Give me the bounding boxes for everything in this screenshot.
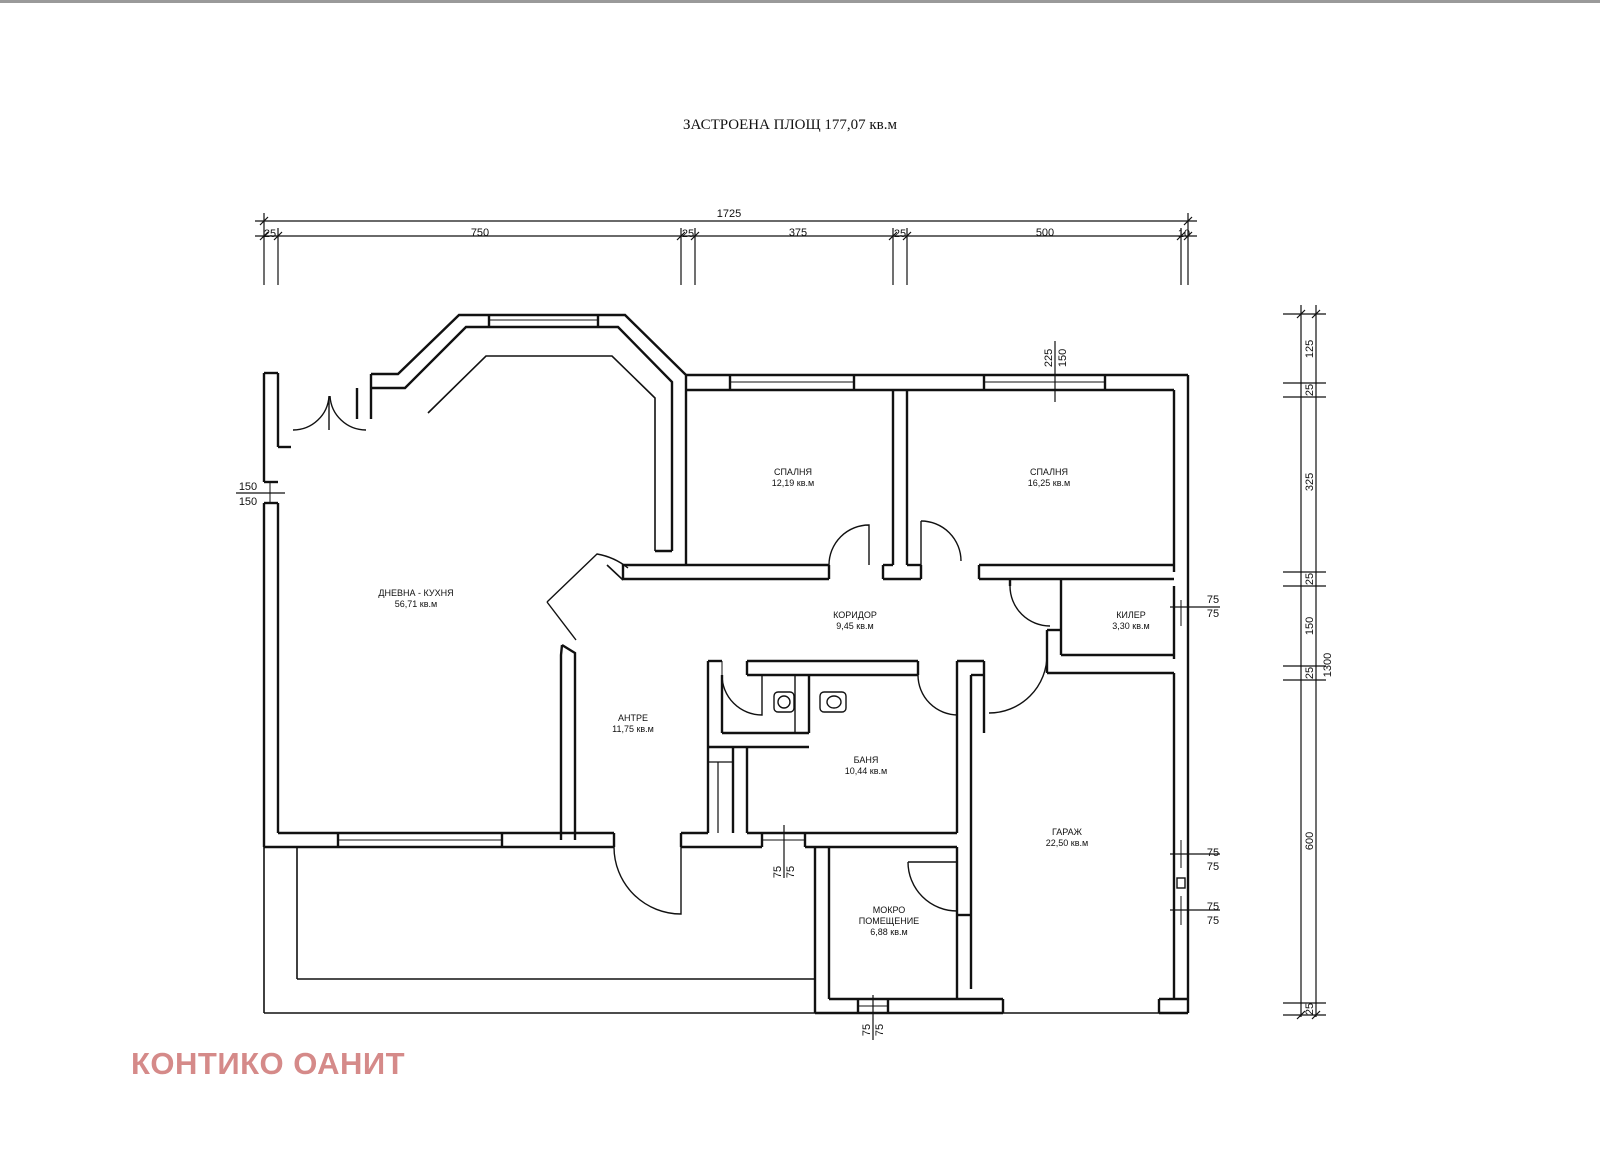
dim-window-utility-b: 75 [874,1024,886,1036]
top-dimension-labels: 1725 25 750 25 375 25 500 10 [264,208,1190,240]
west-wall [262,371,291,847]
room-bathroom-area: 10,44 кв.м [845,766,887,776]
room-entrance-area: 11,75 кв.м [612,724,654,734]
dim-top-seg-1: 25 [264,228,276,240]
room-corridor-area: 9,45 кв.м [836,621,873,631]
room-pantry-name: КИЛЕР [1116,610,1146,620]
north-bay-wall [355,313,688,567]
bedroom-partitions [640,390,1174,581]
right-dimension-labels: 125 25 325 25 150 25 600 25 1300 [1304,340,1334,1015]
scan-edge-line [0,0,1600,3]
room-bedroom1-area: 12,19 кв.м [772,478,814,488]
room-bedroom2-area: 16,25 кв.м [1028,478,1070,488]
dim-window-pantry-b: 75 [1207,608,1219,620]
dim-right-seg-1: 125 [1304,340,1316,358]
built-area-title: ЗАСТРОЕНА ПЛОЩ 177,07 кв.м [682,117,898,133]
dim-top-seg-7: 10 [1178,228,1190,240]
dim-right-seg-7: 600 [1304,832,1316,850]
entrance-walls [559,563,640,840]
room-living-area: 56,71 кв.м [395,599,437,609]
dim-window-living-b: 150 [239,496,257,508]
room-entrance-name: АНТРЕ [618,713,648,723]
top-dimension-lines [255,213,1197,285]
dim-top-seg-2: 750 [471,227,489,239]
dim-top-seg-5: 25 [894,228,906,240]
window-dimension-ticks [236,341,1220,1040]
dim-right-seg-6: 25 [1304,667,1316,679]
room-living-name: ДНЕВНА - КУХНЯ [378,588,453,598]
window-dimension-labels: 225 150 150 150 75 75 75 75 75 75 75 75 … [239,349,1219,1036]
dim-window-bedroom2-b: 150 [1057,349,1069,367]
dim-top-seg-6: 500 [1036,227,1054,239]
room-pantry-area: 3,30 кв.м [1112,621,1149,631]
room-bedroom2-name: СПАЛНЯ [1030,467,1068,477]
dim-window-pantry-a: 75 [1207,594,1219,606]
dim-window-living-a: 150 [239,481,257,493]
fixtures [773,691,847,713]
east-wall [1172,375,1190,1013]
north-wall-bedrooms [686,373,1188,392]
dim-window-utility-a: 75 [861,1024,873,1036]
dim-right-total: 1300 [1322,653,1334,677]
doors [292,395,1051,915]
room-labels: ДНЕВНА - КУХНЯ 56,71 кв.м СПАЛНЯ 12,19 к… [378,467,1149,937]
south-wall-main [264,831,957,849]
dim-window-garage1-a: 75 [1207,847,1219,859]
room-utility-name-2: ПОМЕЩЕНИЕ [859,916,919,926]
dim-right-seg-3: 325 [1304,473,1316,491]
dim-right-seg-5: 150 [1304,617,1316,635]
terrace-outline [263,847,815,1014]
room-corridor-name: КОРИДОР [833,610,877,620]
dim-window-garage2-a: 75 [1207,901,1219,913]
dim-top-total: 1725 [717,208,741,220]
dim-window-bedroom2-a: 225 [1043,349,1055,367]
dim-right-seg-4: 25 [1304,573,1316,585]
dim-window-garage1-b: 75 [1207,861,1219,873]
bathroom-walls [706,659,986,989]
room-bedroom1-name: СПАЛНЯ [774,467,812,477]
dim-window-garage2-b: 75 [1207,915,1219,927]
company-watermark: КОНТИКО ОАНИТ [131,1046,406,1081]
dim-window-bath-a: 75 [772,866,784,878]
living-inner-wall [427,355,656,551]
room-utility-area: 6,88 кв.м [870,927,907,937]
room-utility-name-1: МОКРО [873,905,906,915]
right-dimension-lines [1283,305,1326,1020]
dim-right-seg-8: 25 [1304,1003,1316,1015]
dim-top-seg-4: 375 [789,227,807,239]
room-garage-area: 22,50 кв.м [1046,838,1088,848]
room-garage-name: ГАРАЖ [1052,827,1083,837]
dim-right-seg-2: 25 [1304,384,1316,396]
pantry-walls [1008,579,1174,675]
room-bathroom-name: БАНЯ [854,755,879,765]
dim-window-bath-b: 75 [785,866,797,878]
dim-top-seg-3: 25 [682,228,694,240]
